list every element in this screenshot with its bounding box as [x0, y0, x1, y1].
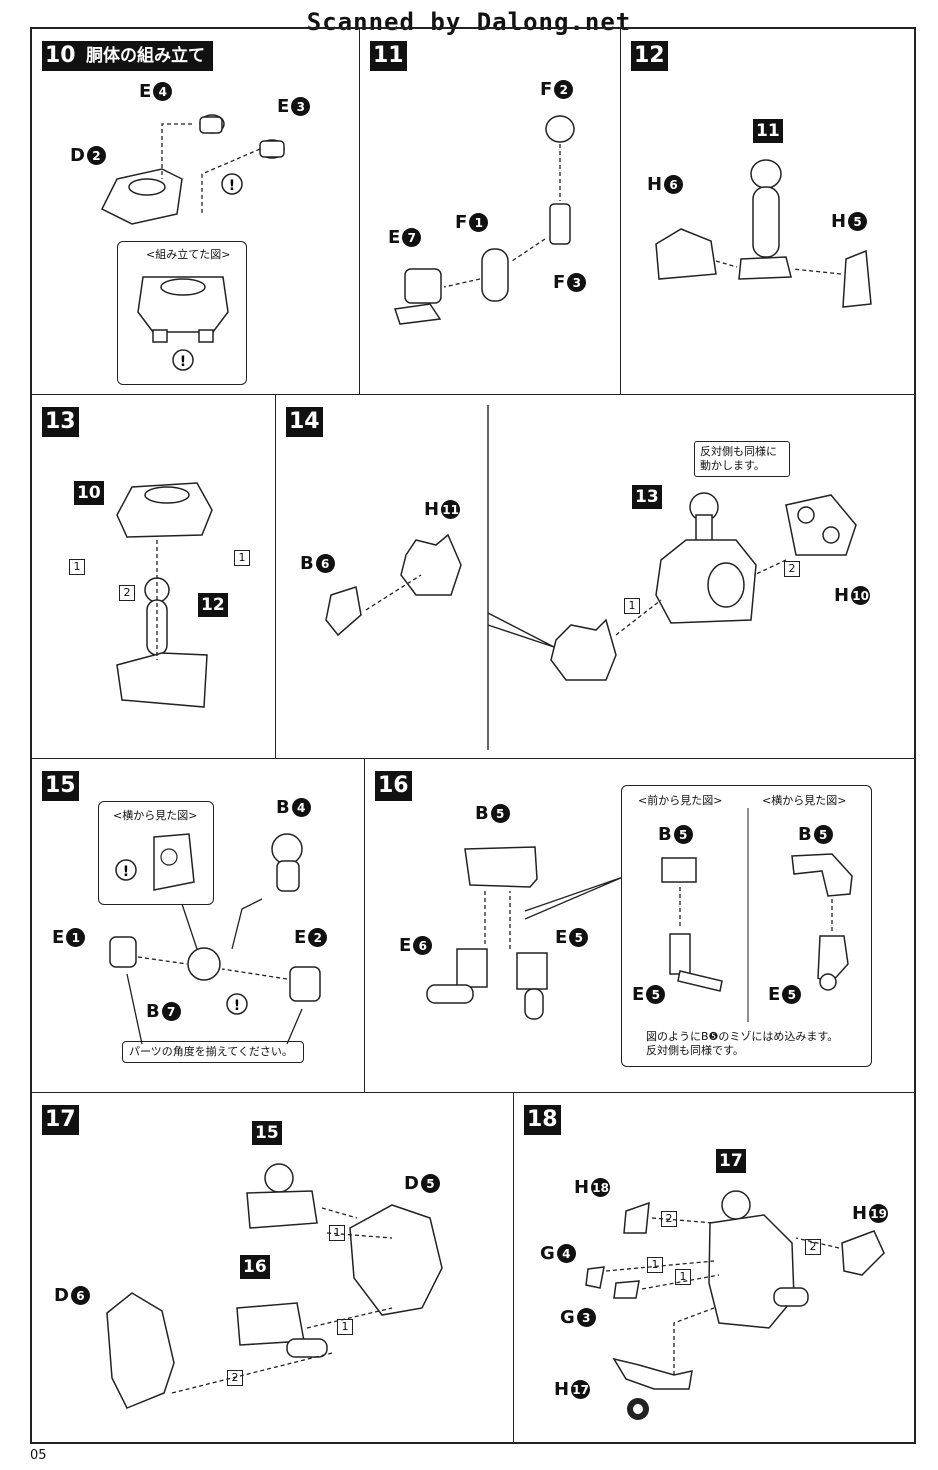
front-view-caption: <前から見た図> — [638, 794, 723, 807]
section-title: 胴体の組み立て — [78, 41, 213, 71]
step-10-illustration: ! — [100, 114, 285, 225]
order-step: 1 — [234, 550, 250, 566]
step-13-illustration — [116, 482, 213, 708]
side-view-inset: <横から見た図> ! — [98, 801, 214, 905]
step-reference-b: 16 — [240, 1255, 270, 1279]
page-number: 05 — [30, 1448, 47, 1463]
order-step: 2 — [119, 585, 135, 601]
step-reference-a: 15 — [252, 1121, 282, 1145]
watermark: Scanned by Dalong.net — [306, 8, 632, 36]
step-16-illustration — [426, 846, 624, 1020]
cement-warning-icon — [627, 1398, 649, 1420]
assembled-inset: <組み立てた図> ! — [117, 241, 247, 385]
step-11-illustration — [394, 115, 575, 325]
step-reference-top: 10 — [74, 481, 104, 505]
svg-text:!: ! — [123, 864, 129, 880]
step-reference: 17 — [716, 1149, 746, 1173]
note-box: 反対側も同様に 動かします。 — [694, 441, 790, 477]
step-number: 18 — [524, 1105, 561, 1135]
step-number: 16 — [375, 771, 412, 801]
step-number: 15 — [42, 771, 79, 801]
step-reference: 11 — [753, 119, 783, 143]
side-view-caption: <横から見た図> — [762, 794, 847, 807]
order-step: 1 — [624, 598, 640, 614]
note-text: 図のようにB❺のミゾにはめ込みます。 反対側も同様です。 — [646, 1030, 839, 1057]
step-reference-bottom: 12 — [198, 593, 228, 617]
step-14-illustration — [325, 405, 857, 750]
step-number: 10 — [42, 41, 79, 71]
svg-text:!: ! — [234, 998, 240, 1014]
inset-caption: <組み立てた図> — [146, 248, 231, 261]
step-18-illustration — [585, 1190, 885, 1420]
step-number: 12 — [631, 41, 668, 71]
step-13-panel: 13 10 12 1 1 2 — [31, 394, 276, 759]
step-number: 17 — [42, 1105, 79, 1135]
step-number: 13 — [42, 407, 79, 437]
svg-text:!: ! — [229, 178, 235, 194]
step-reference: 13 — [632, 485, 662, 509]
caution-icon — [172, 349, 194, 371]
svg-text:!: ! — [180, 354, 186, 370]
note-text: 反対側も同様に 動かします。 — [700, 445, 777, 472]
order-step: 1 — [647, 1257, 663, 1273]
caution-icon — [115, 859, 137, 881]
step-number: 11 — [370, 41, 407, 71]
step-15-illustration: ! — [109, 833, 321, 1045]
caution-icon: ! — [221, 173, 243, 195]
step-number: 14 — [286, 407, 323, 437]
step-17-illustration — [106, 1163, 443, 1409]
order-step: 1 — [69, 559, 85, 575]
note-box: パーツの角度を揃えてください。 — [122, 1041, 304, 1063]
order-step: 1 — [329, 1225, 345, 1241]
caution-icon — [226, 993, 248, 1015]
order-step: 2 — [784, 561, 800, 577]
step-12-illustration — [655, 159, 872, 308]
note-text: パーツの角度を揃えてください。 — [129, 1045, 293, 1058]
inset-caption: <横から見た図> — [113, 809, 198, 822]
